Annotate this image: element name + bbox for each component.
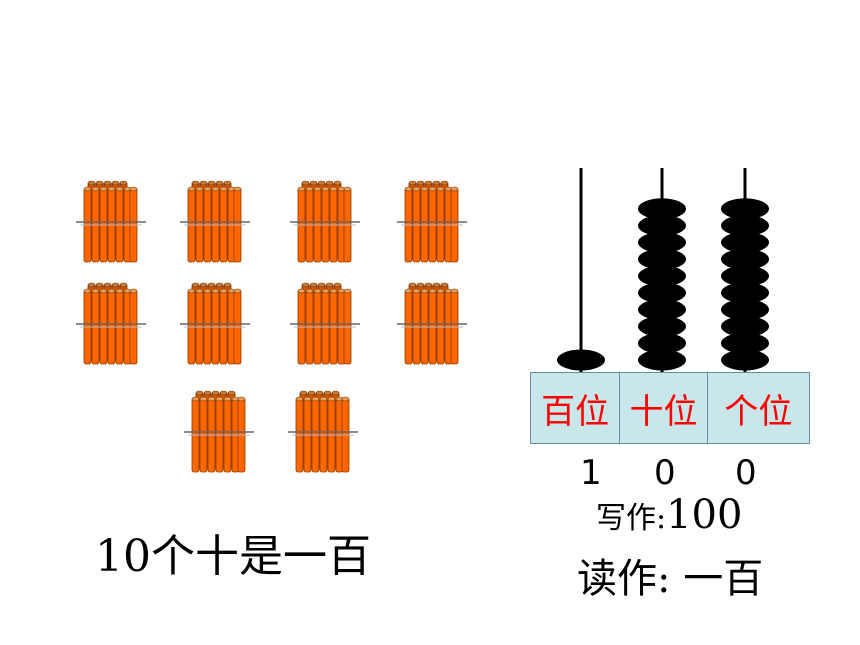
read-line: 读作: 一百 <box>577 546 763 604</box>
caption-left: 10个十是一百 <box>95 531 371 582</box>
ones-bead <box>721 248 769 270</box>
ones-bead <box>721 265 769 287</box>
ones-digit: 0 <box>735 453 757 493</box>
tens-bead <box>638 299 686 321</box>
ones-bead <box>721 349 769 371</box>
ones-bead <box>721 198 769 220</box>
written-line: 写作:100 <box>596 492 742 538</box>
tens-bead <box>638 282 686 304</box>
tens-bead <box>638 332 686 354</box>
stick-bundle <box>76 282 146 365</box>
ones-bead <box>721 282 769 304</box>
stick-bundle <box>290 180 360 263</box>
stick-bundle <box>180 282 250 365</box>
ones-place-label: 个位 <box>707 373 809 443</box>
written-label: 写作: <box>596 501 667 536</box>
place-value-table: 百位 十位 个位 <box>530 372 810 444</box>
stick-bundle <box>397 180 467 263</box>
ones-bead <box>721 215 769 237</box>
stick-bundle <box>184 390 254 473</box>
abacus <box>557 168 769 372</box>
tens-place-label: 十位 <box>620 373 708 443</box>
tens-bead <box>638 248 686 270</box>
hundreds-digit: 1 <box>580 453 602 493</box>
ones-bead <box>721 332 769 354</box>
tens-bead <box>638 231 686 253</box>
tens-digit: 0 <box>654 453 676 493</box>
ones-bead <box>721 231 769 253</box>
stick-bundle <box>76 180 146 263</box>
hundreds-bead <box>557 349 605 371</box>
ones-bead <box>721 315 769 337</box>
tens-bead <box>638 349 686 371</box>
tens-bead <box>638 198 686 220</box>
stick-bundle <box>288 390 358 473</box>
read-value: 一百 <box>683 556 764 602</box>
stick-bundle <box>180 180 250 263</box>
tens-bead <box>638 215 686 237</box>
tens-bead <box>638 315 686 337</box>
read-label: 读作: <box>577 556 671 602</box>
written-value: 100 <box>666 492 743 538</box>
tens-bead <box>638 265 686 287</box>
stick-bundle <box>397 282 467 365</box>
ones-bead <box>721 299 769 321</box>
hundreds-place-label: 百位 <box>531 373 621 443</box>
stick-bundle <box>290 282 360 365</box>
